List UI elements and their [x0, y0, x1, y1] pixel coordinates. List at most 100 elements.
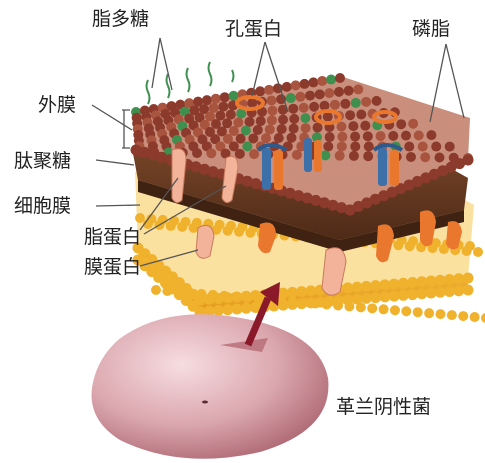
membrane-bead [317, 76, 327, 86]
label-organism: 革兰阴性菌 [336, 398, 431, 417]
membrane-bead [367, 303, 377, 313]
membrane-bead [255, 86, 265, 96]
membrane-bead [462, 246, 472, 256]
membrane-bead [481, 313, 485, 323]
label-phospholipid: 磷脂 [412, 20, 450, 39]
membrane-bead [299, 298, 309, 308]
membrane-bead [234, 227, 244, 237]
membrane-bead [418, 142, 428, 152]
membrane-bead [265, 125, 275, 135]
label-lipoprotein: 脂蛋白 [84, 228, 141, 247]
membrane-bead [189, 223, 199, 233]
membrane-bead [337, 141, 347, 151]
membrane-bead [414, 130, 424, 140]
membrane-bead [226, 110, 236, 120]
membrane-bead [348, 121, 358, 131]
membrane-bead [267, 106, 277, 116]
membrane-bead [424, 308, 434, 318]
membrane-bead [431, 142, 441, 152]
membrane-bead [245, 117, 255, 127]
membrane-bead [379, 304, 389, 314]
membrane-bead [315, 89, 325, 99]
membrane-bead [231, 292, 241, 302]
membrane-bead [248, 133, 258, 143]
membrane-bead [340, 99, 350, 109]
membrane-bead [282, 82, 292, 92]
membrane-bead [376, 131, 386, 141]
membrane-bead [363, 151, 373, 161]
membrane-bead [305, 91, 315, 101]
membrane-bead [236, 134, 246, 144]
membrane-bead [289, 124, 299, 134]
membrane-bead [185, 288, 195, 298]
membrane-bead [219, 291, 229, 301]
membrane-bead [300, 113, 310, 123]
membrane-bead [353, 84, 363, 94]
membrane-bead [325, 132, 335, 142]
membrane-bead [278, 115, 288, 125]
membrane-bead [324, 88, 334, 98]
membrane-bead [401, 131, 411, 141]
membrane-bead [151, 285, 161, 295]
membrane-bead [211, 94, 221, 104]
membrane-bead [335, 73, 345, 83]
membrane-bead [215, 111, 225, 121]
membrane-bead [197, 289, 207, 299]
membrane-bead [295, 92, 305, 102]
membrane-bead [174, 287, 184, 297]
membrane-bead [229, 126, 239, 136]
membrane-bead [135, 213, 145, 223]
membrane-bead [344, 301, 354, 311]
membrane-bead [360, 121, 370, 131]
membrane-bead [235, 149, 245, 159]
membrane-bead [363, 131, 373, 141]
membrane-bead [404, 142, 414, 152]
membrane-bead [292, 150, 302, 160]
membrane-bead [334, 87, 344, 97]
membrane-bead [264, 85, 274, 95]
membrane-bead [396, 119, 406, 129]
membrane-bead [364, 141, 374, 151]
membrane-bead [209, 103, 219, 113]
membrane-bead [249, 149, 259, 159]
membrane-bead [470, 312, 480, 322]
membrane-bead [344, 86, 354, 96]
membrane-bead [233, 118, 243, 128]
membrane-bead [162, 286, 172, 296]
membrane-bead [286, 93, 296, 103]
membrane-bead [218, 102, 228, 112]
membrane-bead [336, 122, 346, 132]
membrane-bead [447, 310, 457, 320]
membrane-bead [361, 97, 371, 107]
membrane-bead [253, 294, 263, 304]
membrane-bead [301, 123, 311, 133]
membrane-bead [291, 80, 301, 90]
membrane-bead [277, 124, 287, 134]
label-lipopolysaccharide: 脂多糖 [92, 10, 149, 29]
membrane-bead [299, 103, 309, 113]
membrane-bead [310, 299, 320, 309]
membrane-bead [434, 152, 444, 162]
membrane-bead [308, 77, 318, 87]
membrane-bead [208, 290, 218, 300]
label-outer-membrane: 外膜 [38, 96, 76, 115]
membrane-bead [192, 148, 202, 158]
membrane-bead [330, 100, 340, 110]
membrane-bead [289, 114, 299, 124]
membrane-bead [300, 79, 310, 89]
bacterium-cell [92, 314, 329, 459]
membrane-bead [356, 302, 366, 312]
membrane-bead [242, 293, 252, 303]
membrane-bead [333, 300, 343, 310]
membrane-bead [372, 96, 382, 106]
membrane-bead [166, 221, 176, 231]
membrane-bead [350, 141, 360, 151]
membrane-bead [463, 155, 474, 166]
membrane-bead [288, 297, 298, 307]
membrane-bead [426, 130, 436, 140]
membrane-bead [326, 74, 336, 84]
membrane-bead [177, 222, 187, 232]
label-peptidoglycan: 肽聚糖 [14, 152, 71, 171]
membrane-bead [288, 104, 298, 114]
